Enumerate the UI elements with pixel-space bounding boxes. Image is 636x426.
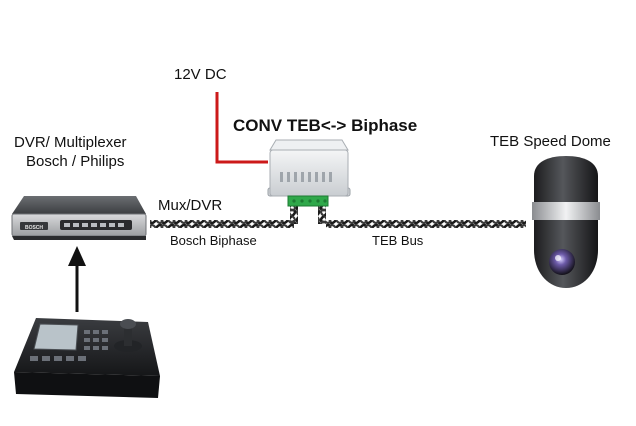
converter-title: CONV TEB<-> Biphase	[233, 116, 418, 135]
teb-speed-dome	[532, 156, 600, 288]
bosch-biphase-cable	[150, 220, 294, 228]
dvr-label-line1: DVR/ Multiplexer	[14, 134, 127, 151]
mux-dvr-label: Mux/DVR	[158, 197, 223, 214]
teb-bus-label: TEB Bus	[372, 233, 424, 248]
bosch-biphase-label: Bosch Biphase	[170, 233, 257, 248]
teb-bus-cable	[326, 220, 526, 228]
converter-drop-right	[318, 202, 326, 224]
control-arrow	[68, 246, 86, 312]
dvr-brand-label: BOSCH	[25, 225, 43, 231]
dome-label: TEB Speed Dome	[490, 133, 611, 150]
dvr-label-line2: Bosch / Philips	[26, 153, 125, 170]
control-keyboard	[14, 318, 160, 398]
power-label: 12V DC	[174, 66, 227, 83]
converter-module	[267, 139, 351, 207]
dvr-multiplexer: BOSCH	[11, 196, 147, 240]
power-wire	[215, 92, 268, 164]
converter-drop-left	[290, 202, 298, 224]
